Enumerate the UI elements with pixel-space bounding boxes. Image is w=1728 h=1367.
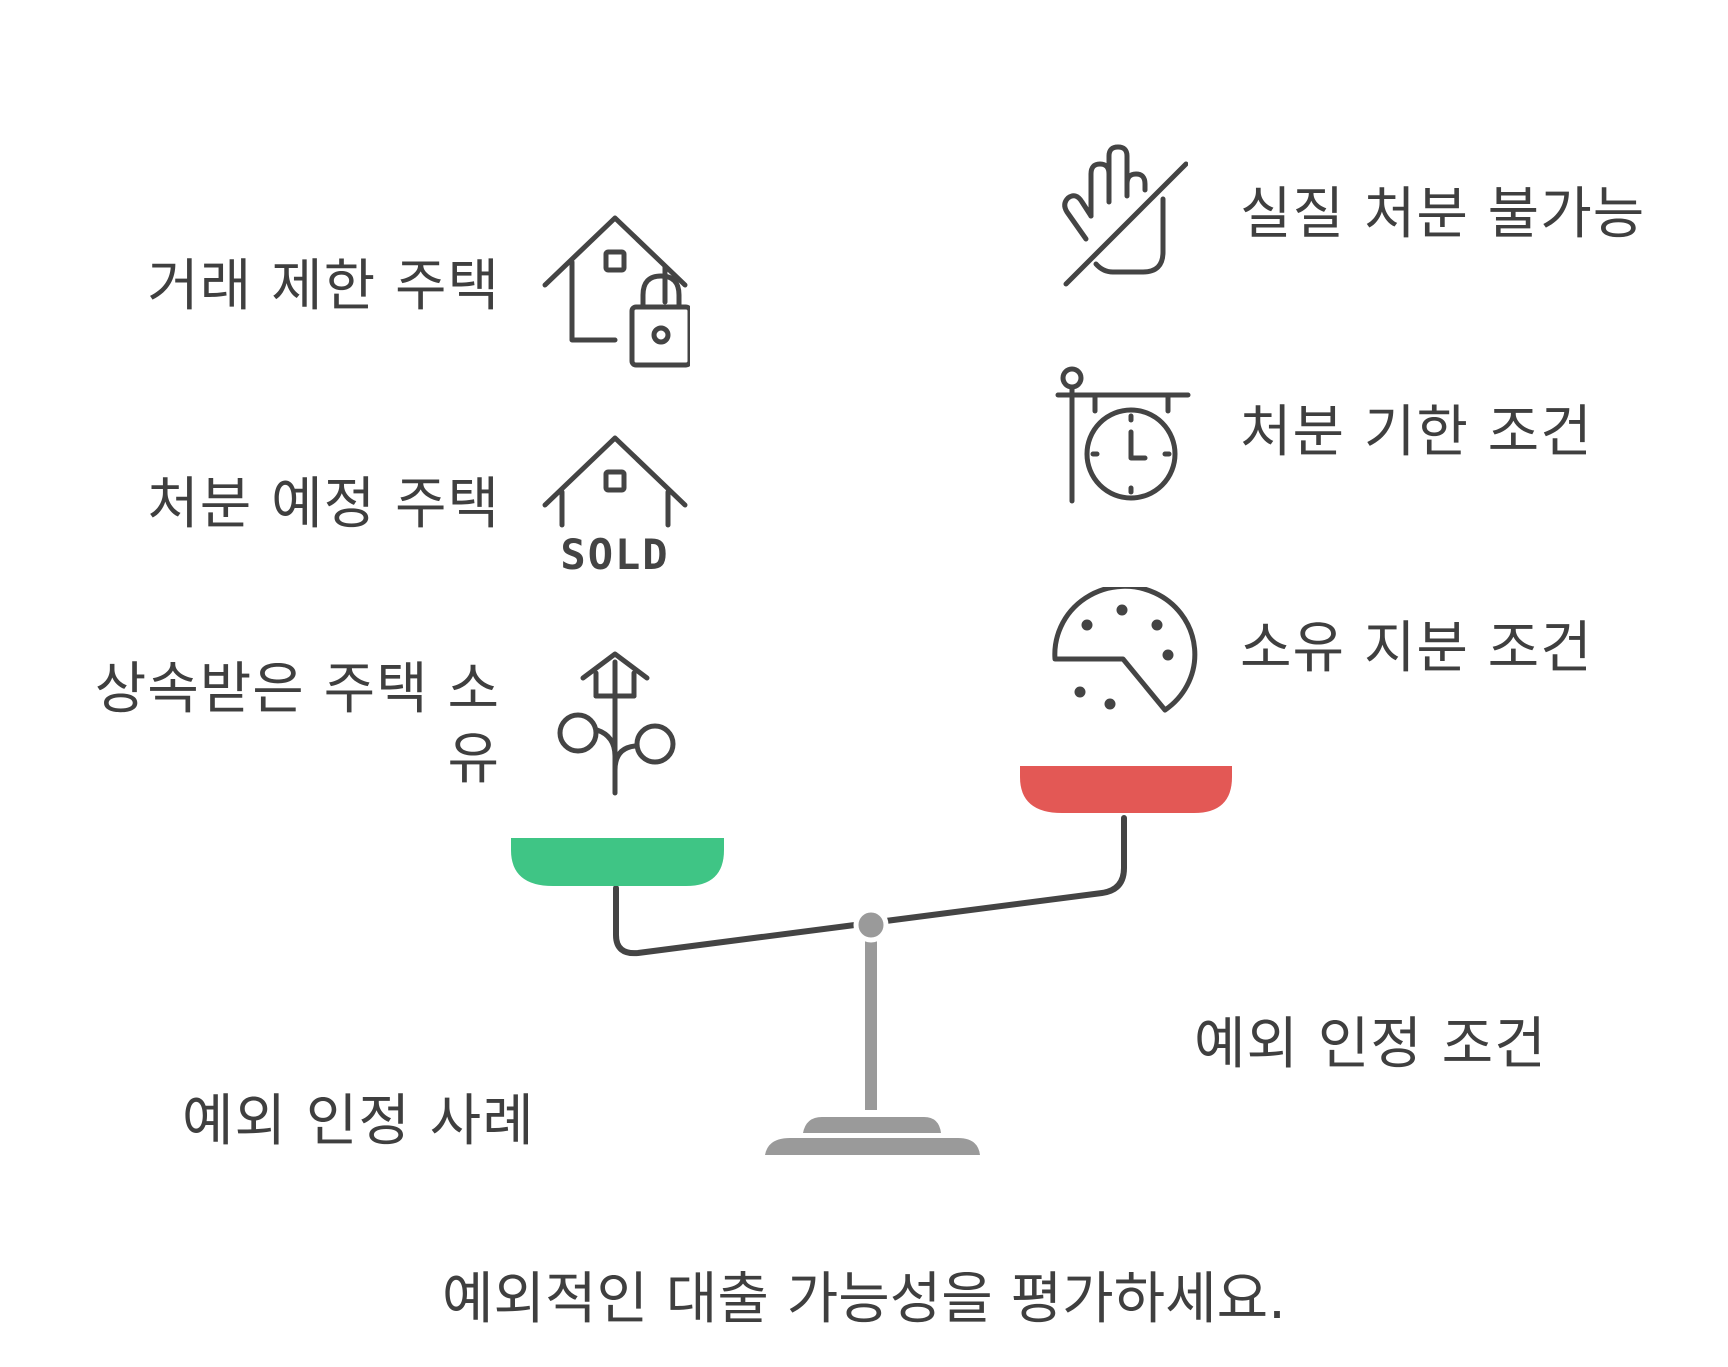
left-item-label-3: 상속받은 주택 소유 [94, 657, 500, 792]
right-item-label-1: 실질 처분 불가능 [1240, 182, 1646, 247]
scale-pole [865, 940, 877, 1110]
right-item-label-3: 소유 지분 조건 [1240, 616, 1593, 681]
hand-prohibited-icon [1058, 144, 1188, 290]
footer-text: 예외적인 대출 가능성을 평가하세요. [441, 1267, 1286, 1332]
scale-base-top [803, 1117, 941, 1133]
deadline-clock-icon [1055, 365, 1195, 505]
left-group-label: 예외 인정 사례 [182, 1089, 535, 1154]
house-sold-icon: SOLD [540, 430, 690, 590]
scale-base-bottom [765, 1138, 980, 1155]
left-item-label-1: 거래 제한 주택 [147, 254, 500, 319]
left-pan [511, 838, 724, 886]
right-group-label: 예외 인정 조건 [1194, 1012, 1547, 1077]
house-lock-icon [540, 210, 690, 370]
right-item-label-2: 처분 기한 조건 [1240, 400, 1593, 465]
inherited-house-tree-icon [553, 648, 683, 798]
scale-pivot [853, 907, 889, 943]
right-pan [1020, 766, 1232, 813]
left-item-label-2: 처분 예정 주택 [147, 472, 500, 537]
sold-sign-text: SOLD [560, 530, 670, 579]
share-pie-icon [1050, 587, 1200, 722]
